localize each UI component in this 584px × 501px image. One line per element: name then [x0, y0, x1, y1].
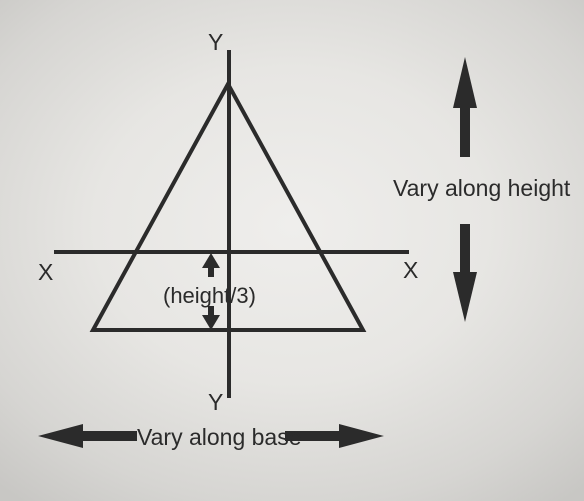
arrow-right-icon	[285, 424, 384, 448]
dimension-arrow-up-icon	[202, 253, 220, 277]
x-axis-left-label: X	[38, 259, 53, 285]
vary-height-label: Vary along height	[393, 175, 571, 201]
y-axis-bottom-label: Y	[208, 389, 223, 415]
dimension-arrow-down-icon	[202, 306, 220, 330]
double-horizontal-arrow-icon	[38, 424, 384, 448]
arrow-up-icon	[453, 57, 477, 157]
centroid-distance-label: (height/3)	[163, 283, 256, 308]
double-vertical-arrow-icon	[453, 57, 477, 322]
arrow-down-icon	[453, 224, 477, 322]
arrow-left-icon	[38, 424, 137, 448]
y-axis-top-label: Y	[208, 29, 223, 55]
centroid-dimension-arrows	[202, 253, 220, 330]
x-axis-right-label: X	[403, 257, 418, 283]
vary-base-label: Vary along base	[137, 424, 302, 450]
